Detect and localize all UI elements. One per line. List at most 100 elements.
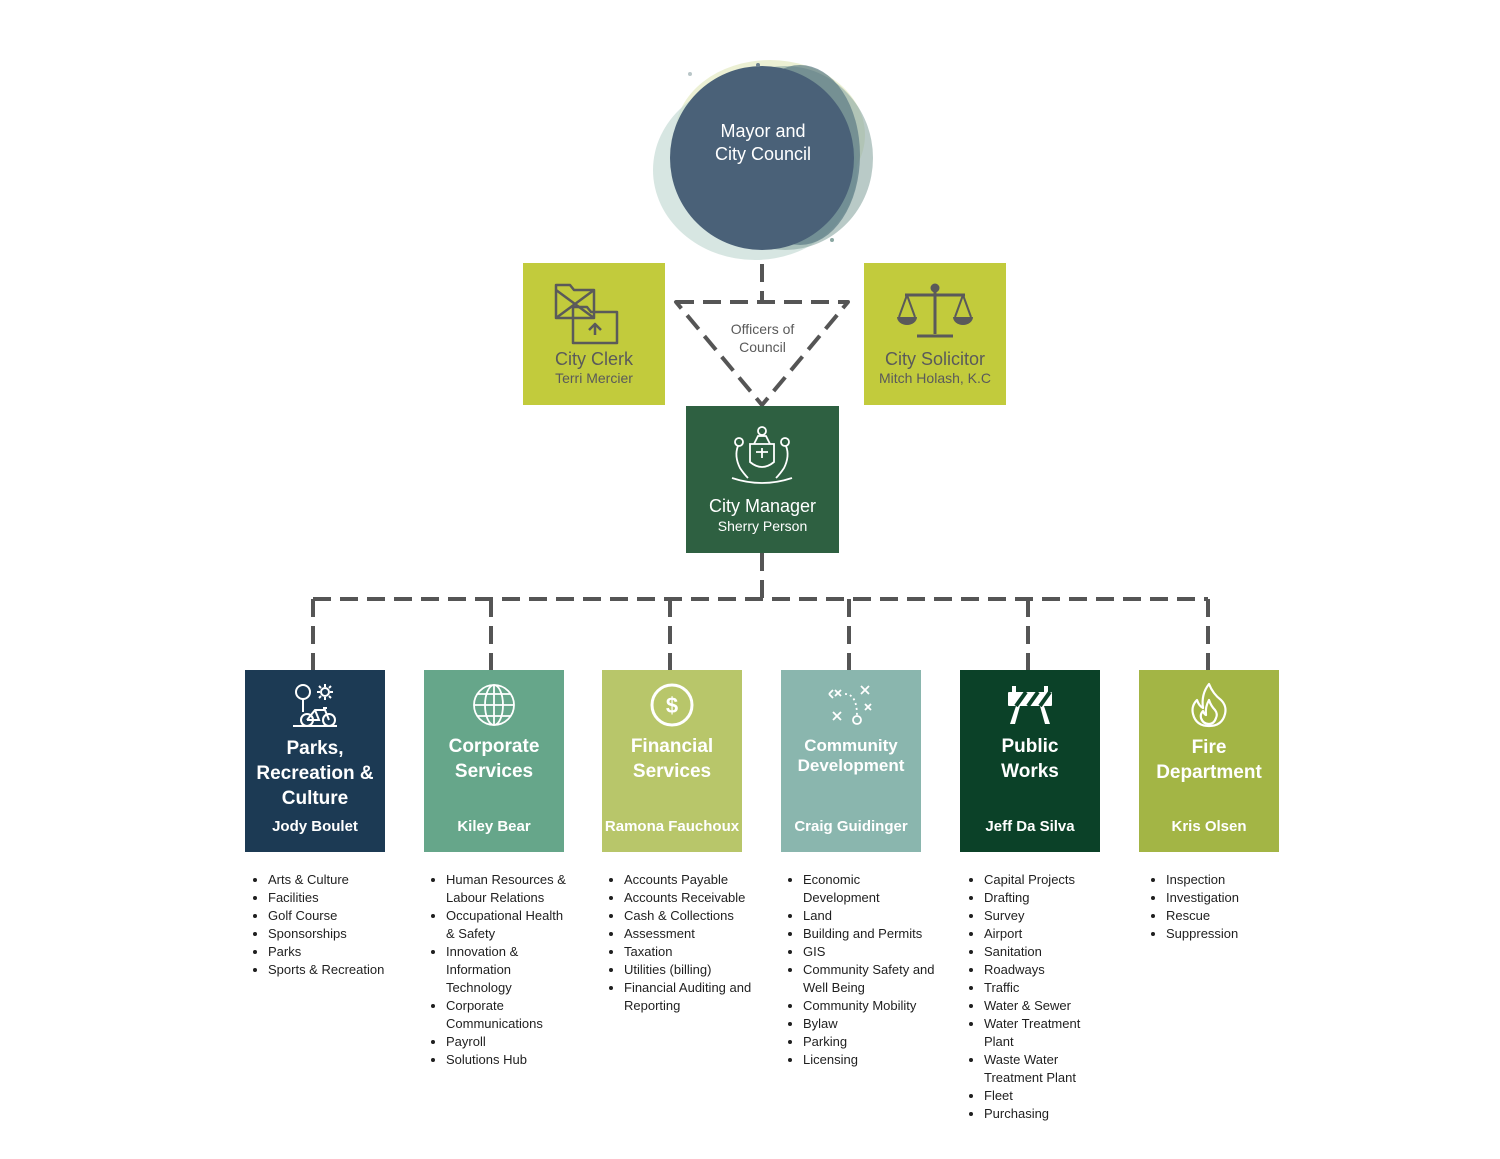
dept-title: Parks, Recreation & Culture [249,736,381,811]
council-title: Mayor and City Council [668,120,858,166]
city-manager-title: City Manager [708,496,817,516]
duty-item: Capital Projects [984,871,1106,889]
duty-item: Taxation [624,943,752,961]
duty-item: Sanitation [984,943,1106,961]
duty-item: Corporate Communications [446,997,574,1033]
duty-item: Airport [984,925,1106,943]
duty-item: Utilities (billing) [624,961,752,979]
council-emblem [653,60,873,260]
duty-item: Parking [803,1033,937,1051]
dept-financial-services: $ Financial Services Ramona Fauchoux [602,670,742,852]
duty-item: Drafting [984,889,1106,907]
dept-title: Public Works [964,734,1096,784]
dept-public-works: Public Works Jeff Da Silva [960,670,1100,852]
dept-title: Fire Department [1143,735,1275,785]
duty-item: Water Treatment Plant [984,1015,1106,1051]
duty-item: Parks [268,943,386,961]
dept-title: Corporate Services [428,734,560,784]
duties-list-3: Economic DevelopmentLandBuilding and Per… [781,871,937,1069]
duty-item: Land [803,907,937,925]
duty-item: Assessment [624,925,752,943]
duty-item: Cash & Collections [624,907,752,925]
duty-item: Fleet [984,1087,1106,1105]
dept-head: Ramona Fauchoux [604,818,740,835]
dept-title-line: Community [804,736,898,755]
duties-list-1: Human Resources & Labour RelationsOccupa… [424,871,574,1069]
dept-title-line: Parks, [286,738,344,759]
strategy-icon [828,685,872,725]
dept-head: Jeff Da Silva [985,818,1075,835]
duty-item: Bylaw [803,1015,937,1033]
dept-corporate-services: Corporate Services Kiley Bear [424,670,564,852]
dept-title-line: Works [1001,761,1059,782]
duty-item: Licensing [803,1051,937,1069]
duty-item: Occupational Health & Safety [446,907,574,943]
officers-label-line2: Council [739,339,786,355]
coat-of-arms-icon [731,426,793,484]
dept-title-line: Department [1156,762,1262,783]
dept-title-line: Financial [630,736,714,757]
officers-label-line1: Officers of [730,321,795,337]
dept-title-line: Services [454,761,534,782]
duty-item: Golf Course [268,907,386,925]
dept-community-development: Community Development Craig Guidinger [781,670,921,852]
duty-item: Community Mobility [803,997,937,1015]
duty-item: Investigation [1166,889,1286,907]
dept-head: Kiley Bear [457,818,531,835]
city-manager-name: Sherry Person [717,518,808,534]
duty-item: Sports & Recreation [268,961,386,979]
duties-list-0: Arts & CultureFacilitiesGolf CourseSpons… [246,871,386,979]
globe-icon [473,684,515,726]
dollar-icon: $ [650,683,694,727]
barrier-icon [1008,686,1052,724]
duty-item: Roadways [984,961,1106,979]
duty-item: Traffic [984,979,1106,997]
duty-item: Waste Water Treatment Plant [984,1051,1106,1087]
dept-title-line: Corporate [448,736,540,757]
duty-item: Economic Development [803,871,937,907]
duty-item: Payroll [446,1033,574,1051]
duty-item: Innovation & Information Technology [446,943,574,997]
duty-item: Accounts Payable [624,871,752,889]
svg-text:$: $ [666,693,678,718]
duty-item: Purchasing [984,1105,1106,1123]
dept-title-line: Fire [1191,737,1227,758]
council-title-line2: City Council [714,144,812,164]
duty-item: Community Safety and Well Being [803,961,937,997]
duty-item: Financial Auditing and Reporting [624,979,752,1015]
dept-head: Kris Olsen [1171,818,1247,835]
city-manager-box: City Manager Sherry Person [686,406,839,553]
city-solicitor-box: City Solicitor Mitch Holash, K.C [864,263,1006,405]
flame-icon [1191,682,1227,728]
duties-list-2: Accounts PayableAccounts ReceivableCash … [602,871,752,1015]
city-clerk-name: Terri Mercier [555,370,633,386]
dept-parks-recreation-culture: Parks, Recreation & Culture Jody Boulet [245,670,385,852]
duty-item: GIS [803,943,937,961]
dept-title: Financial Services [606,734,738,784]
dept-title-line: Culture [281,788,349,809]
duty-item: Facilities [268,889,386,907]
dept-fire-department: Fire Department Kris Olsen [1139,670,1279,852]
dept-head: Craig Guidinger [794,818,908,835]
scales-icon [897,283,973,338]
duties-list-4: Capital ProjectsDraftingSurveyAirportSan… [962,871,1106,1123]
duty-item: Human Resources & Labour Relations [446,871,574,907]
city-solicitor-title: City Solicitor [884,349,986,369]
duty-item: Suppression [1166,925,1286,943]
folders-icon [554,283,619,345]
dept-title-line: Services [632,761,712,782]
city-solicitor-name: Mitch Holash, K.C [878,370,992,386]
dept-title-line: Recreation & [256,763,374,784]
duty-item: Survey [984,907,1106,925]
duty-item: Rescue [1166,907,1286,925]
dept-title-line: Development [797,756,905,775]
duties-list-5: InspectionInvestigationRescueSuppression [1144,871,1286,943]
dept-head: Jody Boulet [272,818,358,835]
park-bike-icon [293,684,337,727]
duty-item: Inspection [1166,871,1286,889]
council-title-line1: Mayor and [720,121,806,141]
city-clerk-box: City Clerk Terri Mercier [523,263,665,405]
duty-item: Water & Sewer [984,997,1106,1015]
duty-item: Solutions Hub [446,1051,574,1069]
